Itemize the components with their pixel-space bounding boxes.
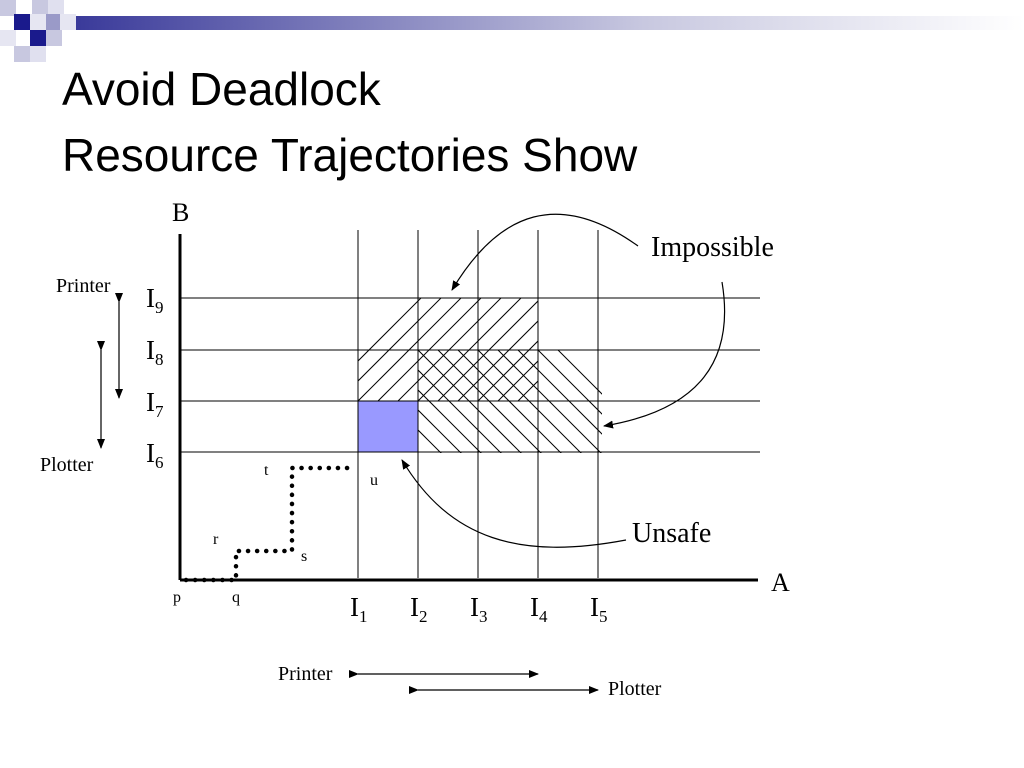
bottom-plotter-label: Plotter [608, 678, 662, 700]
left-printer-label: Printer [56, 275, 111, 297]
unsafe-region [357, 400, 419, 453]
point-u-label: u [370, 472, 378, 489]
x-tick-i2: I2 [410, 592, 428, 626]
y-tick-i8: I8 [146, 335, 164, 369]
point-t-label: t [264, 462, 269, 479]
plotter-hatch-region [418, 350, 602, 453]
title-line-2: Resource Trajectories Show [62, 129, 638, 181]
impossible-arrow-2 [603, 281, 726, 429]
printer-hatch-region [358, 298, 538, 401]
impossible-label: Impossible [651, 232, 774, 263]
grid-lines [180, 230, 760, 578]
point-s-label: s [301, 548, 308, 565]
x-axis-label: A [771, 568, 790, 597]
y-axis-label: B [172, 198, 190, 227]
y-tick-i6: I6 [146, 438, 164, 472]
x-tick-i3: I3 [470, 592, 488, 626]
unsafe-label: Unsafe [632, 518, 712, 549]
y-tick-i9: I9 [146, 283, 164, 317]
y-tick-i7: I7 [146, 387, 164, 421]
corner-square-icon [14, 14, 30, 30]
impossible-arrow-1 [451, 213, 639, 291]
header-gradient-bar [75, 16, 1024, 30]
trajectory-path [183, 465, 359, 583]
x-tick-i5: I5 [590, 592, 608, 626]
x-tick-i1: I1 [350, 592, 368, 626]
unsafe-arrow [401, 459, 627, 548]
bottom-printer-label: Printer [278, 663, 333, 685]
left-plotter-label: Plotter [40, 454, 94, 476]
x-tick-i4: I4 [530, 592, 548, 626]
point-r-label: r [213, 531, 219, 548]
slide-title: Avoid Deadlock Resource Trajectories Sho… [62, 56, 637, 188]
title-line-1: Avoid Deadlock [62, 63, 381, 115]
point-p-label: p [173, 589, 181, 606]
point-q-label: q [232, 589, 240, 606]
